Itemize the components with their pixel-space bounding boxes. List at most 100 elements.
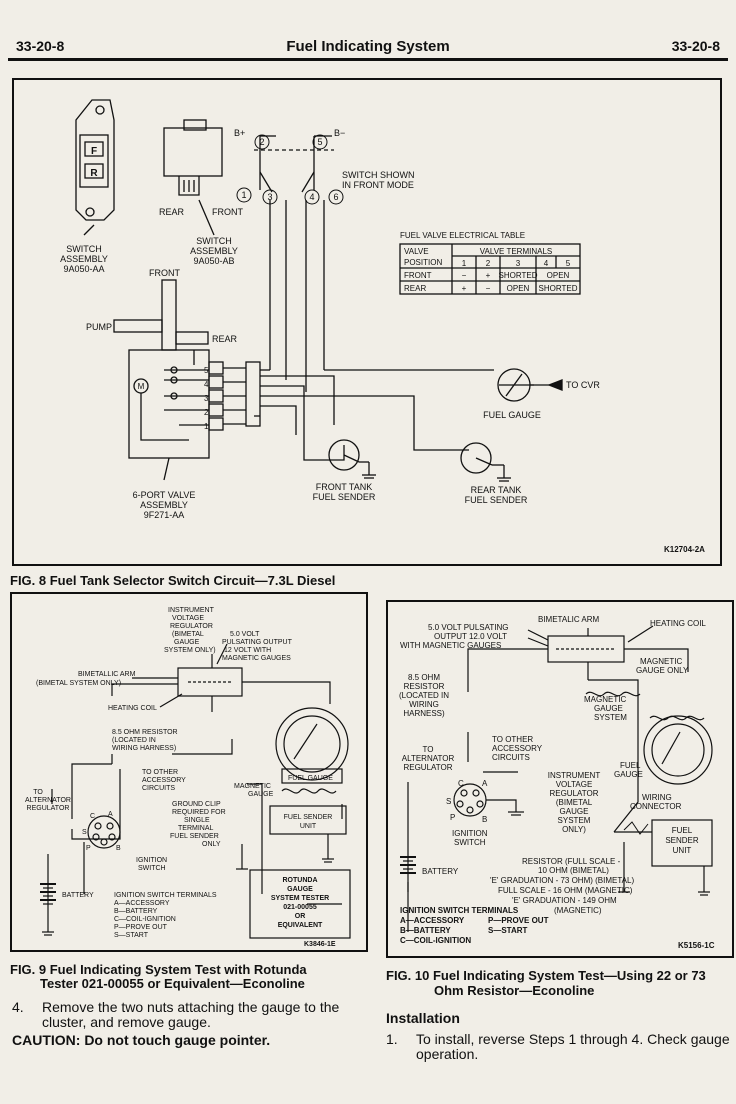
- f9-tester-5: OR: [295, 913, 306, 920]
- sw-term-3: 3: [267, 192, 272, 202]
- f10-ivr-3: REGULATOR: [549, 789, 598, 798]
- f10-ivr-1: INSTRUMENT: [548, 771, 601, 780]
- page-number-right: 33-20-8: [671, 38, 720, 54]
- switch-b-tab: [183, 119, 207, 131]
- f10-note-6: (MAGNETIC): [554, 906, 602, 915]
- front-sender-line2: FUEL SENDER: [313, 492, 376, 502]
- port-3: 3: [204, 394, 209, 403]
- switch-r-label: R: [90, 168, 98, 179]
- fig10-code: K5156-1C: [678, 941, 715, 950]
- f10-ivr-5: GAUGE: [560, 807, 589, 816]
- fig8-rear-sender: [460, 442, 492, 474]
- f9-battery: BATTERY: [62, 892, 94, 899]
- switch-a-body: [75, 99, 115, 221]
- f10-sender-3: UNIT: [673, 846, 692, 855]
- fig8-valve-stem: [161, 279, 177, 351]
- switch-b-body: [163, 127, 223, 177]
- f9-other-2: ACCESSORY: [142, 777, 186, 784]
- f10-res-3: (LOCATED IN: [399, 691, 449, 700]
- f9-ign-2: SWITCH: [138, 865, 166, 872]
- table-row-front-2: +: [486, 271, 491, 280]
- sw-term-2: 2: [259, 137, 264, 147]
- valve-rear-label: REAR: [212, 334, 238, 344]
- switch-a-r-key: [84, 163, 104, 179]
- to-cvr-label: TO CVR: [566, 380, 600, 390]
- page-title: Fuel Indicating System: [286, 38, 450, 55]
- switch-a-f-key: [84, 141, 104, 157]
- f10-wiring-1: WIRING: [642, 793, 672, 802]
- valve-line2: ASSEMBLY: [140, 500, 188, 510]
- f9-heating-coil: HEATING COIL: [108, 705, 157, 712]
- f9-tester-1: ROTUNDA: [283, 877, 318, 884]
- f10-ign-c: C: [458, 779, 464, 788]
- f10-res-2: RESISTOR: [404, 682, 445, 691]
- table-col-4: 4: [544, 259, 549, 268]
- f9-alt-1: TO: [33, 789, 43, 796]
- pump-label: PUMP: [86, 322, 112, 332]
- port-5: 5: [204, 366, 209, 375]
- fig9-code: K3846-1E: [304, 941, 336, 948]
- f9-ign-c: C: [90, 813, 95, 820]
- f9-ign-term-4: P—PROVE OUT: [114, 924, 168, 931]
- f10-note-2: 10 OHM (BIMETAL): [538, 866, 609, 875]
- f9-ign-b: B: [116, 845, 121, 852]
- f10-gauge-1: FUEL: [620, 761, 641, 770]
- fig8-rear-port: [175, 331, 209, 345]
- f9-ign-term-2: B—BATTERY: [114, 908, 158, 915]
- table-row-front-pos: FRONT: [404, 271, 432, 280]
- sw-term-1: 1: [241, 190, 246, 200]
- front-sender-line1: FRONT TANK: [316, 482, 373, 492]
- f10-magonly-1: MAGNETIC: [640, 657, 682, 666]
- fig10-diagram: 5.0 VOLT PULSATING OUTPUT 12.0 VOLT WITH…: [399, 615, 715, 950]
- f10-magsys-2: GAUGE: [594, 704, 623, 713]
- step-4-text-line2: cluster, and remove gauge.: [42, 1014, 211, 1030]
- table-col-2: 2: [486, 259, 491, 268]
- f10-ign-b: B: [482, 815, 487, 824]
- fig10-frame: 5.0 VOLT PULSATING OUTPUT 12.0 VOLT WITH…: [386, 600, 734, 958]
- f10-gauge-2: GAUGE: [614, 770, 643, 779]
- fig9-ignition-switch: [87, 815, 121, 849]
- f10-ign-term-5: S—START: [488, 926, 528, 935]
- f10-sender-1: FUEL: [672, 826, 693, 835]
- switch-b-rear-label: REAR: [159, 207, 185, 217]
- fig9-fuel-gauge-box: [281, 768, 343, 784]
- fig9-caption-line2: Tester 021-00055 or Equivalent—Econoline: [40, 976, 305, 991]
- f10-heating-coil: HEATING COIL: [650, 619, 706, 628]
- f10-alt-3: REGULATOR: [403, 763, 452, 772]
- f9-tester-3: SYSTEM TESTER: [271, 895, 329, 902]
- f10-ign-term-4: P—PROVE OUT: [488, 916, 549, 925]
- f9-clip-4: TERMINAL: [178, 825, 214, 832]
- fig8-front-sender: [328, 439, 360, 471]
- f9-clip-1: GROUND CLIP: [172, 801, 221, 808]
- f10-res-5: HARNESS): [403, 709, 445, 718]
- f9-clip-5: FUEL SENDER: [170, 833, 219, 840]
- f9-ivr-5: GAUGE: [174, 639, 200, 646]
- f10-other-3: CIRCUITS: [492, 753, 530, 762]
- f10-note-5: 'E' GRADUATION - 149 OHM: [512, 896, 617, 905]
- f9-tester-4: 021-00055: [283, 904, 317, 911]
- valve-line3: 9F271-AA: [144, 510, 185, 520]
- f10-ign-1: IGNITION: [452, 829, 488, 838]
- f10-res-1: 8.5 OHM: [408, 673, 440, 682]
- f9-ign-term-0: IGNITION SWITCH TERMINALS: [114, 892, 217, 899]
- fig8-fuel-gauge-label: FUEL GAUGE: [483, 410, 541, 420]
- f10-ivr-2: VOLTAGE: [556, 780, 593, 789]
- f10-battery: BATTERY: [422, 867, 459, 876]
- f9-tester-6: EQUIVALENT: [278, 922, 323, 929]
- switch-shown-line2: IN FRONT MODE: [342, 180, 414, 190]
- fig10-caption-line2: Ohm Resistor—Econoline: [434, 983, 595, 998]
- fig8-pump-port: [113, 319, 163, 333]
- fig8-caption: FIG. 8 Fuel Tank Selector Switch Circuit…: [10, 573, 336, 588]
- f10-ivr-7: ONLY): [562, 825, 586, 834]
- f9-ivr-6: SYSTEM ONLY): [164, 647, 216, 654]
- table-row-rear-pos: REAR: [404, 284, 426, 293]
- fig10-ignition-switch: [453, 783, 487, 817]
- switch-b-front-label: FRONT: [212, 207, 243, 217]
- fig10-caption-line1: FIG. 10 Fuel Indicating System Test—Usin…: [386, 968, 706, 983]
- f9-mag-1: MAGNETIC: [234, 783, 271, 790]
- table-h-valve: VALVE: [404, 247, 429, 256]
- f9-ivr-1: INSTRUMENT: [168, 607, 215, 614]
- switch-a-line3: 9A050-AA: [63, 264, 104, 274]
- motor-m-label: M: [138, 382, 145, 391]
- table-row-front-1: −: [462, 271, 467, 280]
